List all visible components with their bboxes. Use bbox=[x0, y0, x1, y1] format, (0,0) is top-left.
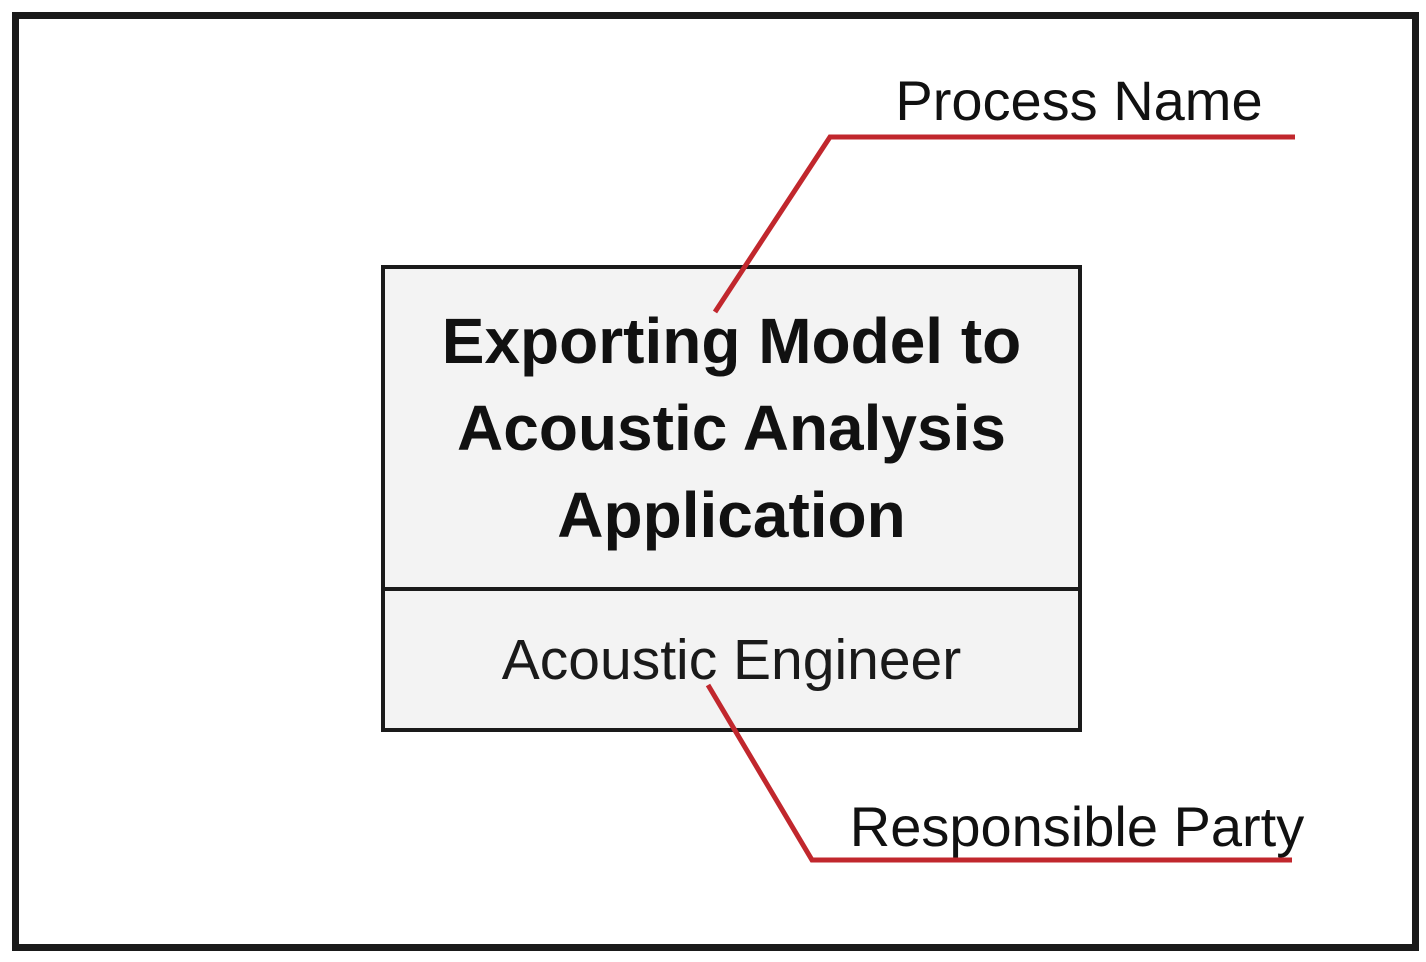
process-name-cell: Exporting Model to Acoustic Analysis App… bbox=[385, 269, 1078, 591]
responsible-party-callout-label: Responsible Party bbox=[849, 795, 1305, 858]
process-name-callout-label: Process Name bbox=[895, 69, 1263, 132]
diagram-outer-frame: Exporting Model to Acoustic Analysis App… bbox=[12, 12, 1419, 951]
process-box: Exporting Model to Acoustic Analysis App… bbox=[381, 265, 1082, 732]
responsible-party-text: Acoustic Engineer bbox=[501, 627, 962, 692]
responsible-party-cell: Acoustic Engineer bbox=[385, 591, 1078, 728]
process-name-text: Exporting Model to Acoustic Analysis App… bbox=[441, 304, 1022, 551]
